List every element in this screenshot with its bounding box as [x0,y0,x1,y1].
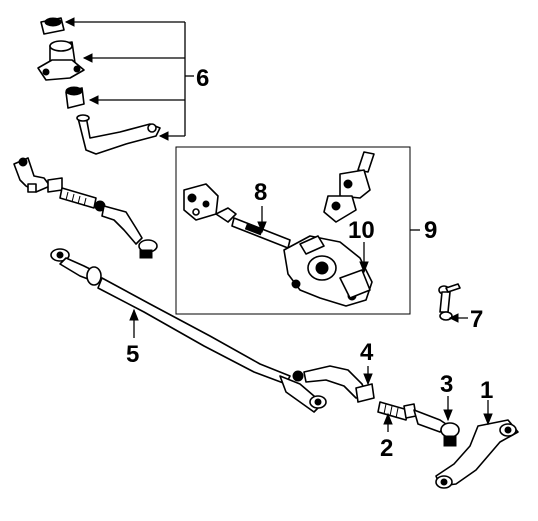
callout-10: 10 [348,217,375,244]
adjuster-sleeve-right[interactable] [377,401,417,421]
callout-5: 5 [126,341,139,368]
callout-4-leader [363,366,373,386]
outer-tie-rod-end-right[interactable] [413,409,460,447]
callout-5-leader [129,308,139,338]
inner-tie-rod-left[interactable] [101,205,158,259]
adjuster-sleeve-left[interactable] [59,187,106,212]
callout-2: 2 [380,435,393,462]
callout-2-leader [383,412,393,432]
inner-shaft[interactable] [215,207,291,249]
callout-6-leaders [64,17,194,141]
callout-8: 8 [254,179,267,206]
callout-8-leader [257,206,267,234]
idler-arm[interactable] [76,114,161,155]
steering-gear-housing[interactable] [283,235,373,307]
idler-arm-bushing[interactable] [65,86,85,109]
pitman-arm[interactable] [435,419,519,489]
steering-coupler[interactable] [183,183,219,221]
callout-3-leader [443,396,453,422]
idler-arm-bushing-cap[interactable] [40,17,65,35]
callout-3: 3 [440,371,453,398]
callout-7-leader [448,313,468,323]
callout-1-leader [483,400,493,426]
callout-1: 1 [480,377,493,404]
center-link[interactable] [50,248,327,413]
idler-arm-bracket[interactable] [37,40,85,81]
outer-tie-rod-end-left[interactable] [13,157,63,193]
steering-column-shaft[interactable] [323,151,375,223]
steering-gear-group-box [175,146,411,315]
callout-4: 4 [360,339,374,366]
inner-tie-rod-right[interactable] [292,365,375,403]
callout-9: 9 [424,217,437,244]
callout-7: 7 [470,306,483,333]
callout-10-leader [359,242,369,274]
callout-6: 6 [196,65,209,92]
